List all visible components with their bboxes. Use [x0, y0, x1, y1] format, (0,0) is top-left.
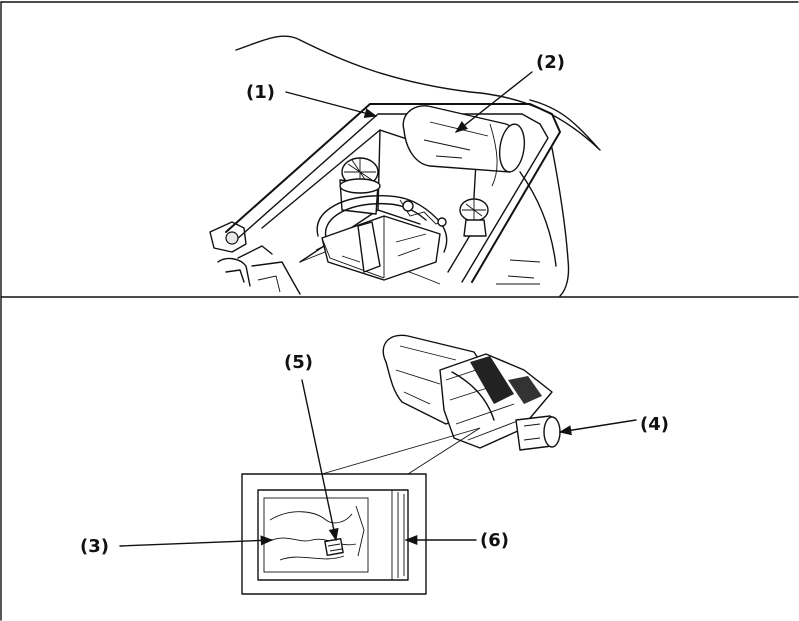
wrapped-part-illustration — [321, 334, 561, 475]
callout-2: (2) — [536, 52, 565, 73]
cylinder-part — [402, 105, 526, 187]
callout-3: (3) — [80, 536, 109, 557]
frame-edge-left — [209, 221, 301, 295]
compartment-illustration — [209, 35, 601, 297]
callout-1: (1) — [246, 82, 275, 103]
right-post — [459, 198, 489, 237]
connector-box — [321, 215, 441, 281]
callout-4: (4) — [640, 414, 669, 435]
detail-inset — [241, 473, 427, 595]
callout-6: (6) — [480, 530, 509, 551]
callout-5: (5) — [284, 352, 313, 373]
